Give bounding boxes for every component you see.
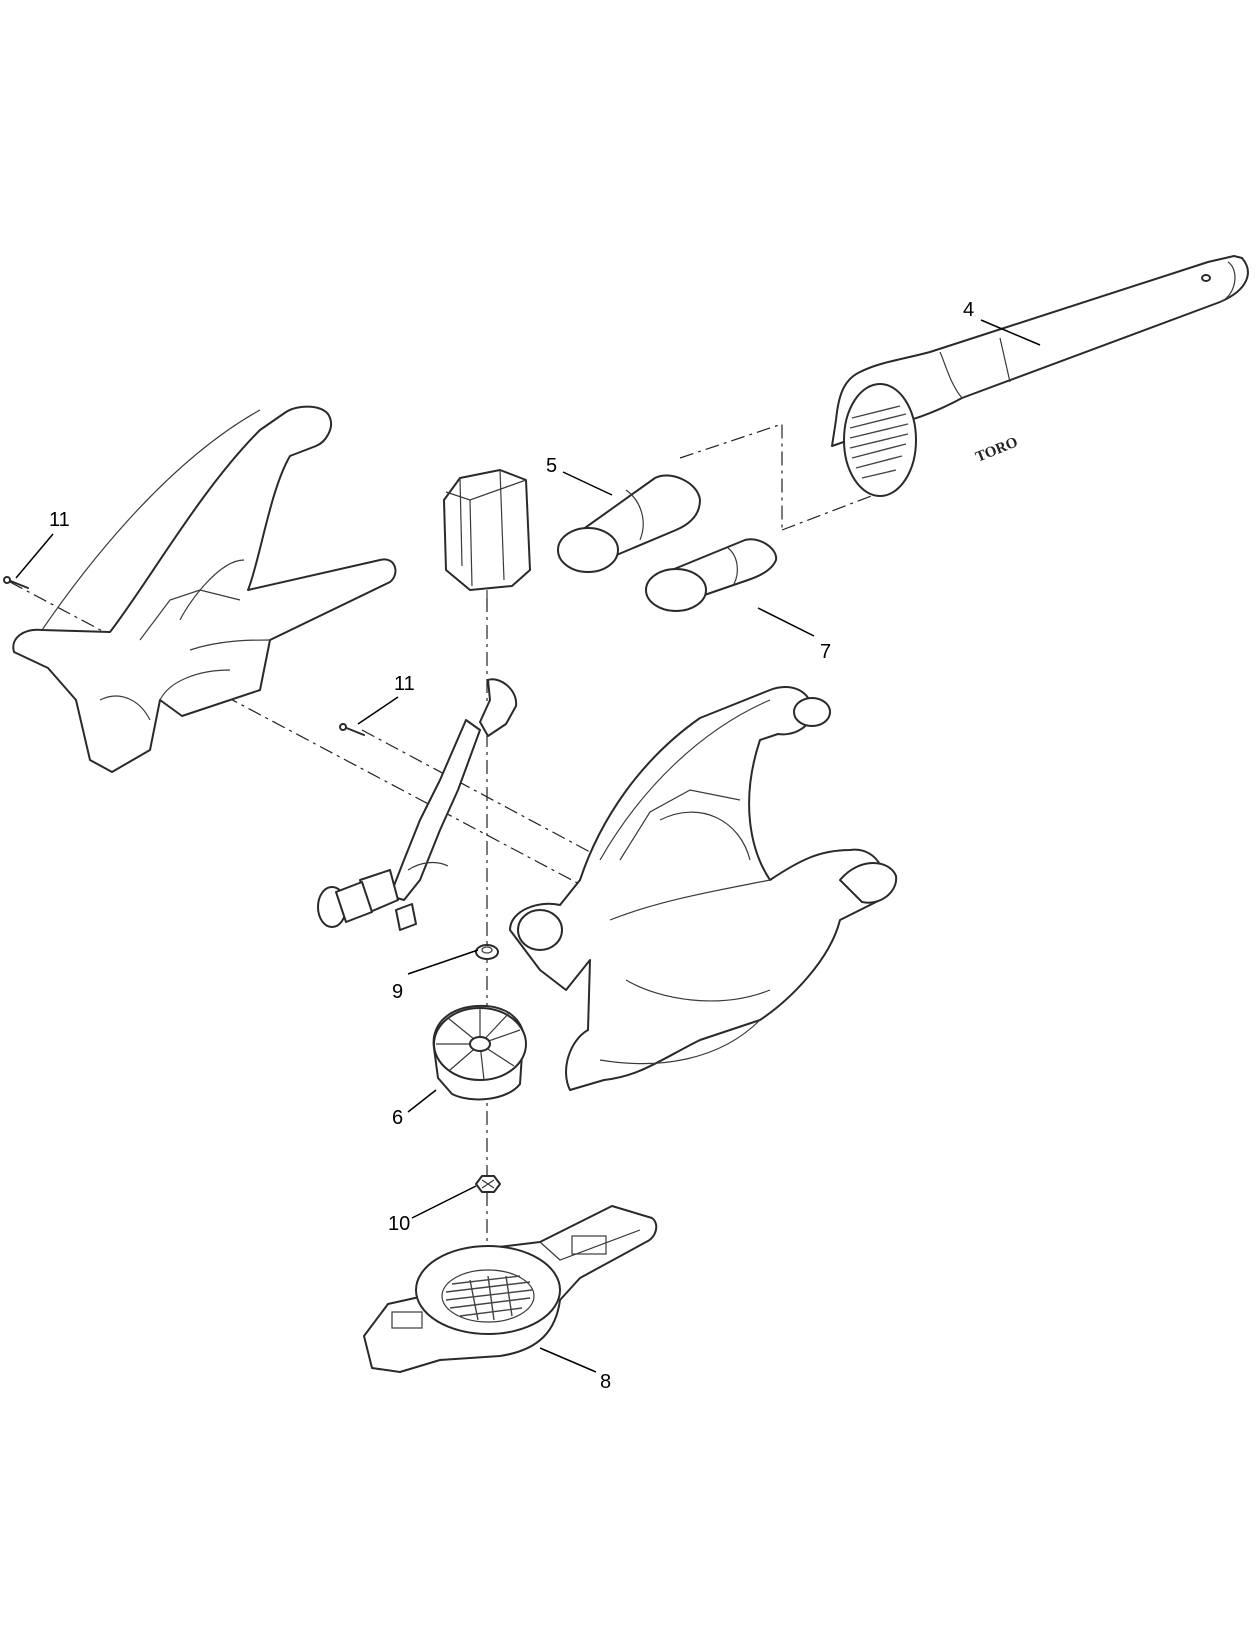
callout-8: 8 [600,1371,611,1393]
left-housing-half [12,405,397,773]
screw-part-upper [3,576,29,589]
motor-part [443,469,531,612]
concentrator-nozzle-part [645,538,778,612]
bottom-cover-part [363,1205,658,1373]
callout-11-lower: 11 [394,673,415,695]
callout-10: 10 [388,1213,410,1235]
callout-6: 6 [392,1107,403,1129]
cover-grate [445,1275,533,1321]
callout-labels: 4 5 7 11 11 9 6 10 8 [49,299,974,1393]
switch-cord-assembly [317,678,518,931]
fan-nut-part [475,1175,501,1193]
tube-grille [849,405,909,479]
washer-part [475,944,499,960]
blower-tube-part: TORO [831,255,1249,497]
callout-11-upper: 11 [49,509,70,531]
oval-nozzle-part [557,474,701,573]
brand-mark: TORO [974,434,1021,465]
right-housing-half [509,686,898,1091]
fan-impeller-part [432,1004,527,1101]
leader-lines [15,319,1041,1373]
callout-5: 5 [546,455,557,477]
callout-7: 7 [820,641,831,663]
callout-4: 4 [963,299,974,321]
callout-9: 9 [392,981,403,1003]
screw-part-lower [339,723,365,736]
